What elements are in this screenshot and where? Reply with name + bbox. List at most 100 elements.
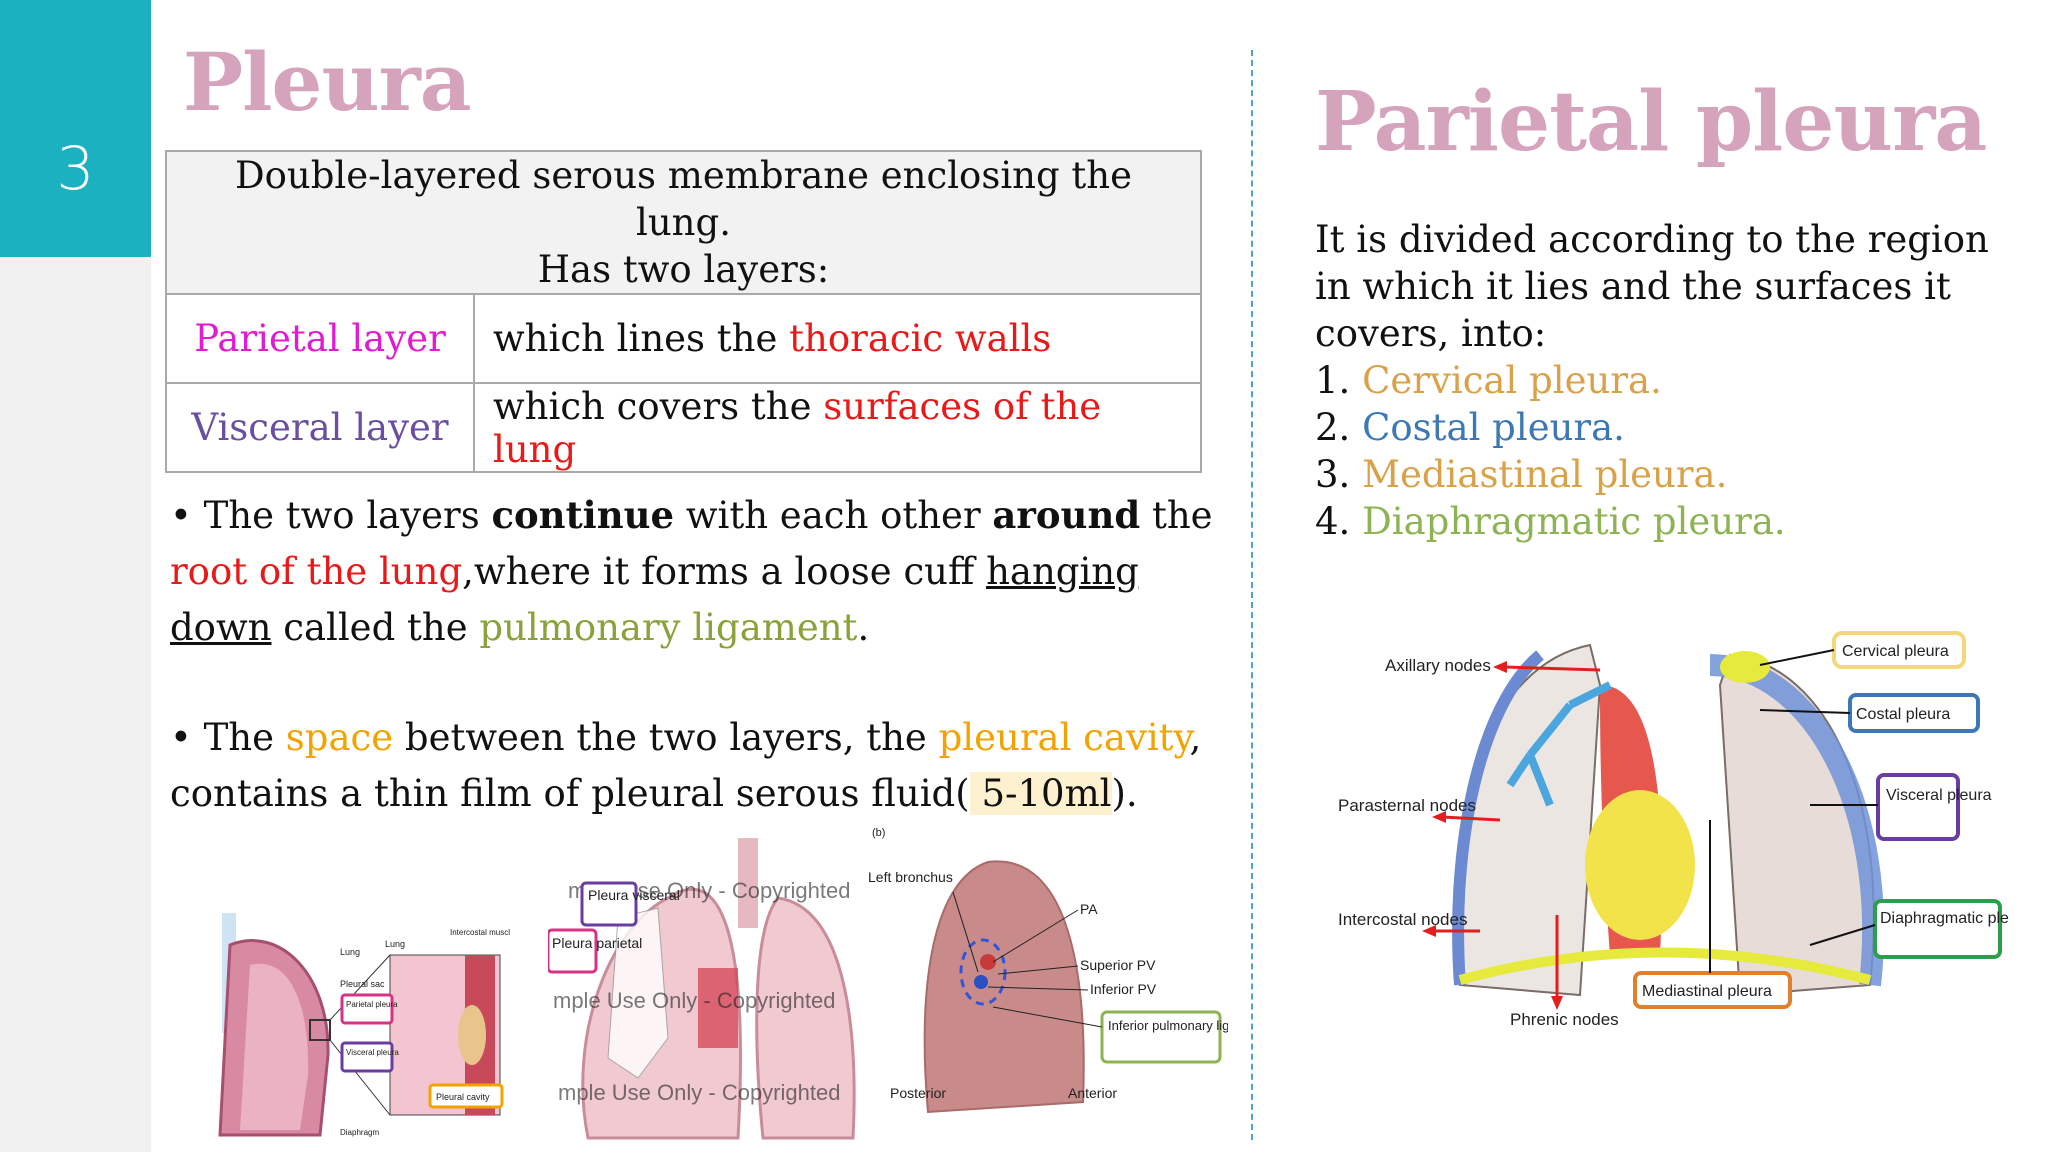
label-superior-pv: Superior PV [1080, 957, 1156, 973]
bullet-pleural-cavity: • The space between the two layers, the … [170, 710, 1250, 822]
parietal-pleura-text: It is divided according to the region in… [1315, 216, 2035, 545]
pointer-line [997, 965, 1079, 975]
rib-shape [458, 1005, 486, 1065]
text: ,where it forms a loose cuff [462, 550, 987, 593]
space-word: space [285, 716, 394, 759]
item-number: 4. [1315, 500, 1363, 543]
header-line-1: Double-layered serous membrane enclosing… [234, 154, 1133, 244]
label-pleura-visceral: Pleura visceral [588, 887, 680, 903]
label-diaphragmatic-pleura: Diaphragmatic pleura [1880, 910, 2010, 927]
cut-region [698, 968, 738, 1048]
label-lung: Lung [340, 947, 360, 957]
item-number: 2. [1315, 406, 1363, 449]
bronchi [1506, 681, 1612, 807]
pv-dot [974, 975, 988, 989]
table-header: Double-layered serous membrane enclosing… [165, 150, 1202, 295]
section-title: Parietal pleura [1315, 74, 1987, 170]
item-diaphragmatic: Diaphragmatic pleura. [1362, 500, 1786, 543]
ligament-box [1100, 1010, 1222, 1064]
lung-medial-shape [923, 860, 1085, 1114]
desc-text: which lines the [493, 317, 790, 360]
table-row: Parietal layer which lines the thoracic … [165, 293, 1202, 384]
item-number: 3. [1315, 453, 1363, 496]
cervical-cap [1720, 651, 1770, 683]
pointer-line [992, 909, 1079, 963]
label-left-bronchus: Left bronchus [868, 869, 953, 885]
item-costal: Costal pleura. [1362, 406, 1625, 449]
desc-text: which covers the [493, 384, 824, 428]
left-pleura-band [1452, 650, 1544, 986]
zoom-box [309, 1019, 331, 1041]
text: , [1189, 716, 1202, 759]
label-posterior: Posterior [890, 1085, 946, 1101]
visceral-layer-desc: which covers the surfaces of the lung [473, 382, 1202, 473]
label-costal-pleura: Costal pleura [1856, 706, 1950, 723]
pointer-line [952, 891, 979, 973]
parietal-layer-desc: which lines the thoracic walls [473, 293, 1202, 384]
arrow-head [1493, 661, 1507, 673]
label-anterior: Anterior [1068, 1085, 1117, 1101]
root-of-lung: root of the lung [170, 550, 463, 593]
pleural-cavity-box [428, 1083, 504, 1109]
label-phrenic-nodes: Phrenic nodes [1510, 1010, 1619, 1029]
text: contains a thin film of pleural serous f… [170, 772, 970, 815]
watermark: mple Use Only - Copyrighted [553, 988, 835, 1013]
item-mediastinal: Mediastinal pleura. [1362, 453, 1728, 496]
definition-table: Double-layered serous membrane enclosing… [165, 150, 1202, 473]
label-pleural-sac: Pleural sac [340, 979, 385, 989]
label-cervical-pleura: Cervical pleura [1842, 643, 1949, 660]
label-intercostal-nodes: Intercostal nodes [1338, 910, 1467, 929]
arrow-axillary [1504, 665, 1601, 672]
hilum-outline [959, 938, 1007, 1006]
pointer-line [992, 1006, 1103, 1028]
label-parasternal-nodes: Parasternal nodes [1338, 796, 1476, 815]
fluid-volume: 5-10ml [969, 772, 1112, 815]
arrow-head [1551, 996, 1563, 1010]
text: with each other [674, 494, 993, 537]
visceral-layer-label: Visceral layer [165, 382, 475, 473]
label-inferior-pulmonary-ligament: Inferior pulmonary ligament [1108, 1018, 1228, 1033]
text: • The two layers [170, 494, 492, 537]
intro-text: It is divided according to the region in… [1315, 218, 1989, 355]
slide-number-box: 3 [0, 0, 151, 257]
parietal-box [548, 928, 598, 974]
heart-shape [1585, 790, 1695, 940]
pointer-line [1809, 924, 1876, 946]
hilum-figure: (b) Left bronchus PA Superior PV Inferio… [868, 822, 1228, 1142]
label-parietal-pleura: Parietal pleura [346, 1000, 398, 1009]
label-pa: PA [1080, 901, 1098, 917]
desc-highlight: surfaces of the lung [493, 384, 1102, 471]
arrow-head [1422, 925, 1436, 937]
list-item: 2. Costal pleura. [1315, 404, 2035, 451]
label-inferior-pv: Inferior PV [1090, 981, 1157, 997]
label-b: (b) [872, 827, 885, 839]
diaphragmatic-box [1873, 899, 2002, 959]
pleura-flap [607, 907, 669, 1079]
lungs-figure: mple Use Only - Copyrighted mple Use Onl… [548, 838, 858, 1143]
column-divider [1251, 50, 1253, 1140]
visceral-box [340, 1041, 394, 1073]
bold-text: around [992, 493, 1141, 537]
zoom-line [329, 1039, 391, 1116]
label-visceral-pleura: Visceral pleura [346, 1048, 399, 1057]
pointer-line [987, 986, 1089, 991]
text: • The [170, 716, 286, 759]
item-number: 1. [1315, 359, 1363, 402]
text: between the two layers, the [393, 716, 939, 759]
label-visceral-pleura: Visceral pleura [1886, 787, 1992, 804]
pleura-section-figure: Lung Lung Intercostal muscle Pleural sac… [210, 905, 510, 1145]
item-cervical: Cervical pleura. [1362, 359, 1662, 402]
underlined-text: hanging down [170, 550, 1139, 649]
header-line-2: Has two layers: [537, 248, 830, 291]
pointer-line [1759, 649, 1835, 666]
parietal-layer-label: Parietal layer [165, 293, 475, 384]
label-lung-2: Lung [385, 939, 405, 949]
zoom-line [329, 954, 391, 1021]
label-axillary-nodes: Axillary nodes [1385, 656, 1491, 675]
label-mediastinal-pleura: Mediastinal pleura [1642, 983, 1772, 1000]
text: called the [271, 606, 480, 649]
trachea-shape [738, 838, 758, 928]
list-item: 1. Cervical pleura. [1315, 357, 2035, 404]
pleural-cavity: pleural cavity [938, 716, 1190, 759]
parietal-box [340, 993, 394, 1025]
